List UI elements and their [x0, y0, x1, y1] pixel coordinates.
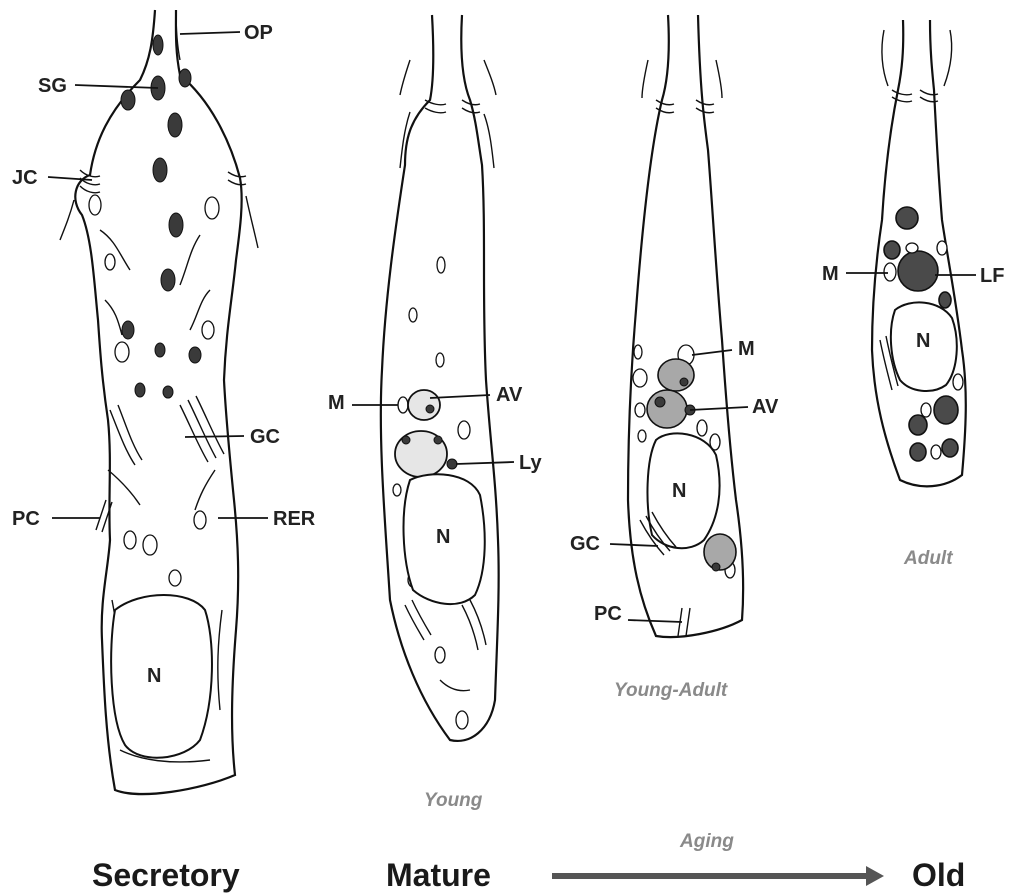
op-label: OP [244, 22, 273, 44]
secretory-nucleus-label: N [147, 665, 161, 687]
adult-cell: N M LF Adult [822, 20, 1004, 569]
young-av-label: AV [496, 384, 523, 406]
old-title: Old [912, 857, 965, 893]
adult-caption: Adult [903, 548, 953, 569]
aging-arrow-head [866, 866, 884, 886]
secretory-cell: N OP SG JC GC PC RER [12, 10, 316, 794]
young-adult-pc-label: PC [594, 603, 622, 625]
op-leader [180, 32, 240, 34]
secretory-nucleus [111, 595, 212, 758]
adult-lf-label: LF [980, 265, 1004, 287]
secretory-title: Secretory [92, 857, 240, 893]
young-cell: N M AV Ly Young [328, 15, 542, 811]
young-adult-caption: Young-Adult [614, 680, 728, 701]
jc-label: JC [12, 167, 38, 189]
young-m-label: M [328, 392, 345, 414]
young-ly-label: Ly [519, 452, 542, 474]
sg-label: SG [38, 75, 67, 97]
young-adult-av-label: AV [752, 396, 779, 418]
young-adult-autophagic-vacuole-middle [647, 390, 687, 428]
young-caption: Young [424, 790, 483, 811]
young-adult-nucleus-label: N [672, 480, 686, 502]
young-autophagic-vacuole-small [408, 390, 440, 420]
bottom-row: Secretory Mature Aging Old [92, 831, 965, 893]
adult-nucleus-label: N [916, 330, 930, 352]
young-adult-autophagic-vacuole-top [658, 359, 694, 391]
aging-label: Aging [679, 831, 734, 852]
gc-leader [185, 436, 244, 437]
gc-label: GC [250, 426, 280, 448]
adult-m-label: M [822, 263, 839, 285]
young-adult-m-label: M [738, 338, 755, 360]
young-nucleus-label: N [436, 526, 450, 548]
pc-label: PC [12, 508, 40, 530]
young-adult-autophagic-vacuole-bottom [704, 534, 736, 570]
young-lysosome [447, 459, 457, 469]
young-cell-outline [381, 15, 499, 741]
young-adult-cell: N M AV GC PC Young-Adult [570, 15, 779, 701]
rer-label: RER [273, 508, 316, 530]
adult-lipofuscin-granule [898, 251, 938, 291]
young-adult-gc-label: GC [570, 533, 600, 555]
mature-title: Mature [386, 857, 491, 893]
